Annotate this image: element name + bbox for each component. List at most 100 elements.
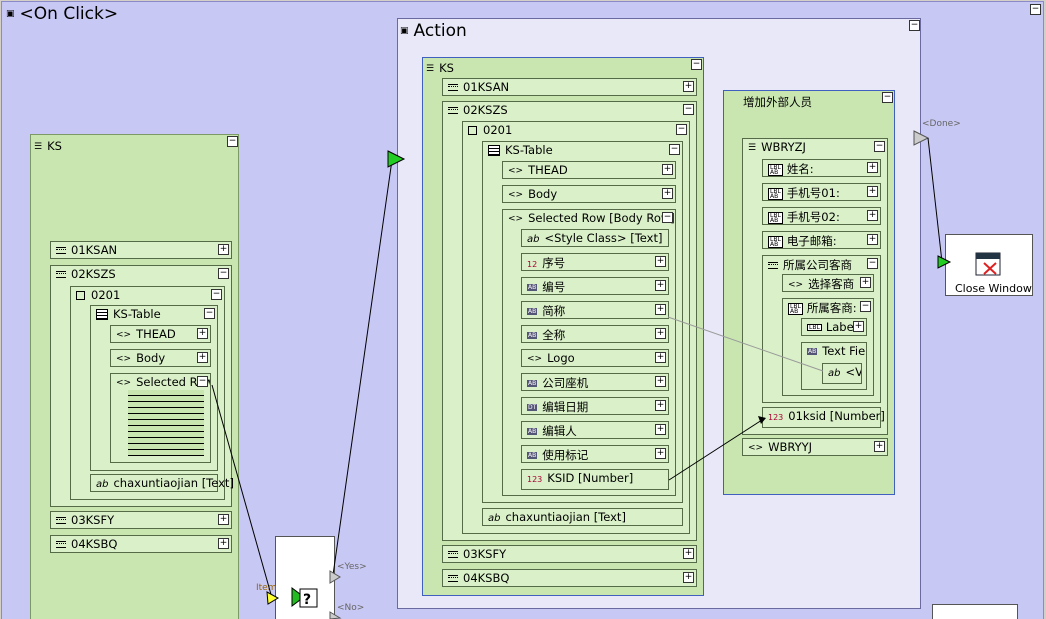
expand-button[interactable]: + [867, 186, 878, 197]
expand-button[interactable]: + [662, 164, 673, 175]
collapse-action-button[interactable]: − [909, 20, 920, 31]
expand-button[interactable]: + [662, 188, 673, 199]
field-logo[interactable]: <>Logo+ [521, 349, 669, 367]
collapse-button[interactable]: − [204, 308, 215, 319]
expand-button[interactable]: + [655, 424, 666, 435]
expand-button[interactable]: + [655, 448, 666, 459]
collapse-button[interactable]: − [669, 144, 680, 155]
no-port[interactable] [329, 611, 342, 619]
expand-button[interactable]: + [683, 81, 694, 92]
expand-button[interactable]: + [655, 352, 666, 363]
collapse-button[interactable]: − [676, 124, 687, 135]
collapse-action-ks-button[interactable]: − [691, 59, 702, 70]
done-port[interactable] [913, 130, 930, 146]
wb-choose-customer[interactable]: <>选择客商+ [782, 274, 874, 292]
expand-button[interactable]: + [655, 304, 666, 315]
collapse-canvas-button[interactable]: − [1030, 4, 1041, 15]
expand-button[interactable]: + [683, 548, 694, 559]
yes-label: <Yes> [337, 562, 367, 572]
text-icon: ab [488, 513, 501, 524]
expand-button[interactable]: + [218, 244, 229, 255]
tag-icon: <> [508, 213, 524, 224]
action-row-04ksbq[interactable]: 04KSBQ+ [442, 569, 697, 587]
expand-button[interactable]: + [867, 210, 878, 221]
left-row-01ksan[interactable]: 01KSAN+ [50, 241, 232, 259]
textfield-icon: AB [527, 428, 538, 435]
partial-node[interactable] [932, 604, 1018, 619]
expand-button[interactable]: + [860, 277, 871, 288]
group-icon [448, 84, 458, 91]
collapse-left-ks-button[interactable]: − [227, 136, 238, 147]
expand-button[interactable]: + [655, 376, 666, 387]
collapse-button[interactable]: − [662, 212, 673, 223]
panel-icon: ☰ [34, 141, 43, 152]
label-icon: LBL [807, 324, 822, 331]
action-row-03ksfy[interactable]: 03KSFY+ [442, 545, 697, 563]
yes-connector [332, 159, 393, 576]
yes-port[interactable] [329, 570, 341, 584]
collapse-button[interactable]: − [218, 268, 229, 279]
close-window-port[interactable] [937, 255, 952, 269]
tag-icon: <> [116, 329, 132, 340]
ksid-mapping-connector [668, 417, 766, 481]
textfield-icon: AB [527, 284, 538, 291]
expand-button[interactable]: + [867, 234, 878, 245]
collapse-wb-button[interactable]: − [882, 92, 893, 103]
table-icon [488, 145, 500, 156]
collapse-button[interactable]: − [874, 141, 885, 152]
collapse-button[interactable]: − [860, 301, 871, 312]
left-body[interactable]: <>Body+ [110, 349, 211, 367]
close-window-label: Close Window [955, 282, 1032, 295]
expand-button[interactable]: + [655, 400, 666, 411]
expand-button[interactable]: + [655, 256, 666, 267]
expand-button[interactable]: + [655, 280, 666, 291]
left-ks-title: ☰KS [34, 139, 62, 153]
field-style-class[interactable]: ab<Style Class> [Text] [521, 229, 669, 247]
expand-button[interactable]: + [218, 538, 229, 549]
expand-button[interactable]: + [197, 352, 208, 363]
collapse-button[interactable]: − [211, 289, 222, 300]
expand-button[interactable]: + [218, 514, 229, 525]
left-thead[interactable]: <>THEAD+ [110, 325, 211, 343]
left-row-03ksfy[interactable]: 03KSFY+ [50, 511, 232, 529]
collapse-button[interactable]: − [683, 104, 694, 115]
expand-button[interactable]: + [683, 572, 694, 583]
action-thead[interactable]: <>THEAD+ [502, 161, 676, 179]
action-body[interactable]: <>Body+ [502, 185, 676, 203]
group-icon [56, 517, 66, 524]
collapse-button[interactable]: − [867, 258, 878, 269]
expand-button[interactable]: + [853, 321, 864, 332]
expand-button[interactable]: + [874, 441, 885, 452]
item-port[interactable] [266, 591, 280, 605]
ksid-mapping-arrow [758, 416, 766, 424]
left-row-04ksbq[interactable]: 04KSBQ+ [50, 535, 232, 553]
expand-button[interactable]: + [655, 328, 666, 339]
collapse-button[interactable]: − [197, 376, 208, 387]
group-icon [448, 575, 458, 582]
action-row-01ksan[interactable]: 01KSAN+ [442, 78, 697, 96]
expand-button[interactable]: + [197, 328, 208, 339]
wb-value-field[interactable]: ab<V [822, 363, 862, 384]
action-input-port[interactable] [387, 150, 406, 168]
wbryyj-group[interactable]: <>WBRYYJ+ [742, 438, 888, 456]
expand-button[interactable]: + [867, 162, 878, 173]
panel-icon: ☰ [748, 142, 757, 153]
